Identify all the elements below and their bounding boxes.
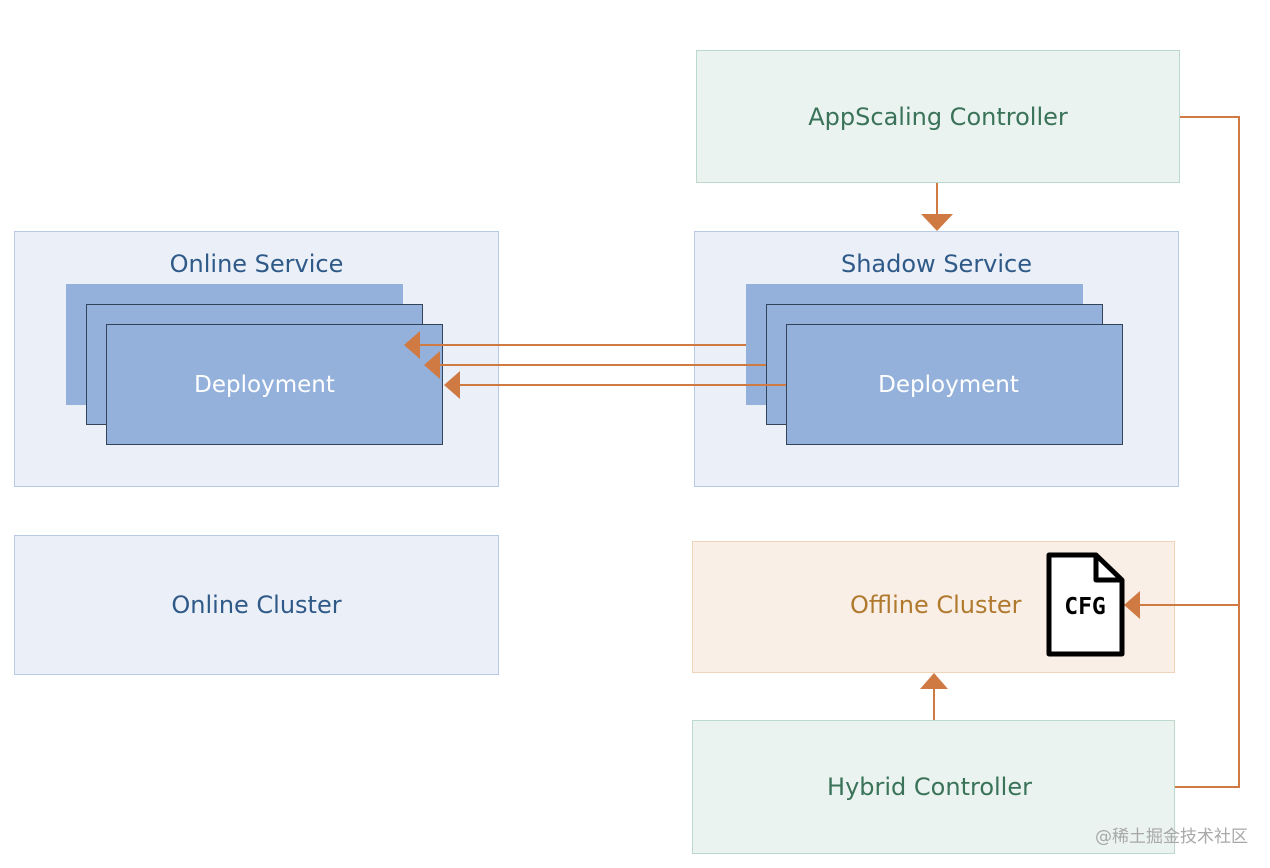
hybrid-to-config-connector bbox=[1175, 605, 1240, 788]
arrowhead-left-online-3 bbox=[444, 371, 460, 399]
online-cluster-box: Online Cluster bbox=[14, 535, 499, 675]
shadow-service-title: Shadow Service bbox=[840, 250, 1033, 278]
online-service-title: Online Service bbox=[169, 250, 344, 278]
online-cluster-title: Online Cluster bbox=[171, 591, 342, 619]
appscaling-to-config-connector bbox=[1139, 116, 1240, 606]
shadow-deployment-label: Deployment bbox=[878, 372, 1019, 398]
online-deployment-label: Deployment bbox=[194, 372, 335, 398]
online-deployment-card-front: Deployment bbox=[106, 324, 443, 445]
arrowhead-down-shadow bbox=[921, 214, 953, 231]
appscaling-controller-box: AppScaling Controller bbox=[696, 50, 1180, 183]
cfg-file-icon: CFG bbox=[1046, 552, 1125, 657]
offline-cluster-title: Offline Cluster bbox=[850, 591, 1022, 619]
shadow-deployment-card-front: Deployment bbox=[786, 324, 1123, 445]
arrowhead-up-offline bbox=[920, 673, 948, 689]
arrowhead-left-online-2 bbox=[424, 351, 440, 379]
hybrid-controller-box: Hybrid Controller bbox=[692, 720, 1175, 854]
arrowhead-left-online-1 bbox=[404, 331, 420, 359]
cfg-file-icon-text: CFG bbox=[1064, 594, 1106, 620]
watermark: @稀土掘金技术社区 bbox=[1095, 827, 1248, 847]
arrowhead-left-config bbox=[1124, 591, 1140, 619]
hybrid-controller-title: Hybrid Controller bbox=[827, 773, 1032, 801]
appscaling-controller-title: AppScaling Controller bbox=[808, 103, 1068, 131]
